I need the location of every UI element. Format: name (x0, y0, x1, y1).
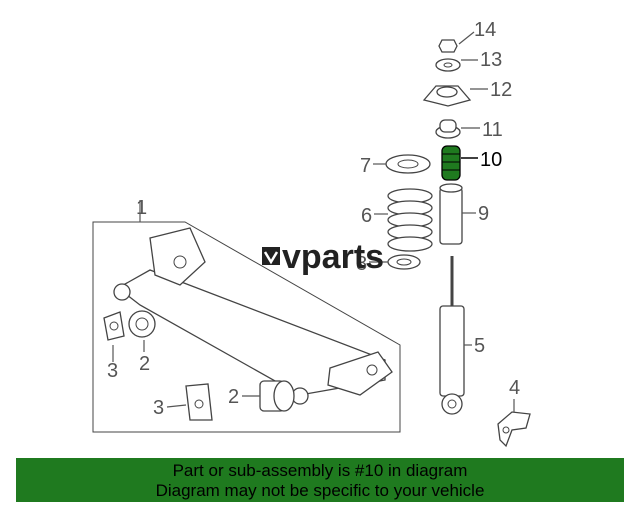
bump-stop-highlighted (441, 145, 461, 181)
callout-9: 9 (478, 203, 489, 225)
watermark: vparts (262, 238, 384, 276)
callout-8: 8 (356, 253, 367, 275)
bushing-lower (259, 380, 295, 412)
callout-11: 11 (482, 119, 503, 141)
callout-14: 14 (474, 19, 496, 41)
callout-1: 1 (136, 197, 147, 219)
nut (438, 39, 458, 53)
rear-axle-beam (113, 227, 393, 405)
callout-2b: 2 (228, 386, 239, 408)
callout-3a: 3 (107, 360, 118, 382)
parts-diagram: 1 3 2 3 2 6 (92, 19, 531, 448)
bracket (497, 411, 531, 448)
svg-text:vparts: vparts (282, 238, 384, 276)
upper-spring-seat (385, 154, 431, 174)
bushing-bracket-lower (185, 383, 213, 421)
coil-spring (387, 188, 433, 252)
banner-line-2: Diagram may not be specific to your vehi… (155, 481, 485, 500)
callout-13: 13 (480, 49, 502, 71)
bushing-upper (128, 310, 156, 338)
washer (435, 58, 461, 72)
banner-line-1: Part or sub-assembly is #10 in diagram (172, 461, 468, 480)
callout-2a: 2 (139, 353, 150, 375)
dust-boot (439, 183, 463, 245)
callout-3b-leader (166, 404, 187, 408)
callout-7: 7 (360, 155, 371, 177)
bushing-bracket-upper (103, 311, 125, 341)
strut-mount-insulator (435, 119, 461, 139)
shock-absorber (439, 256, 465, 415)
info-banner: Part or sub-assembly is #10 in diagram D… (16, 458, 624, 502)
axle-assembly-box (92, 221, 401, 433)
callout-12: 12 (490, 79, 512, 101)
callout-3b: 3 (153, 397, 164, 419)
callout-4: 4 (509, 377, 520, 399)
callout-5: 5 (474, 335, 485, 357)
callout-6: 6 (361, 205, 372, 227)
lower-spring-insulator (387, 254, 421, 270)
strut-mount (422, 85, 472, 107)
callout-10: 10 (480, 149, 502, 171)
callout-14-leader (458, 31, 475, 45)
